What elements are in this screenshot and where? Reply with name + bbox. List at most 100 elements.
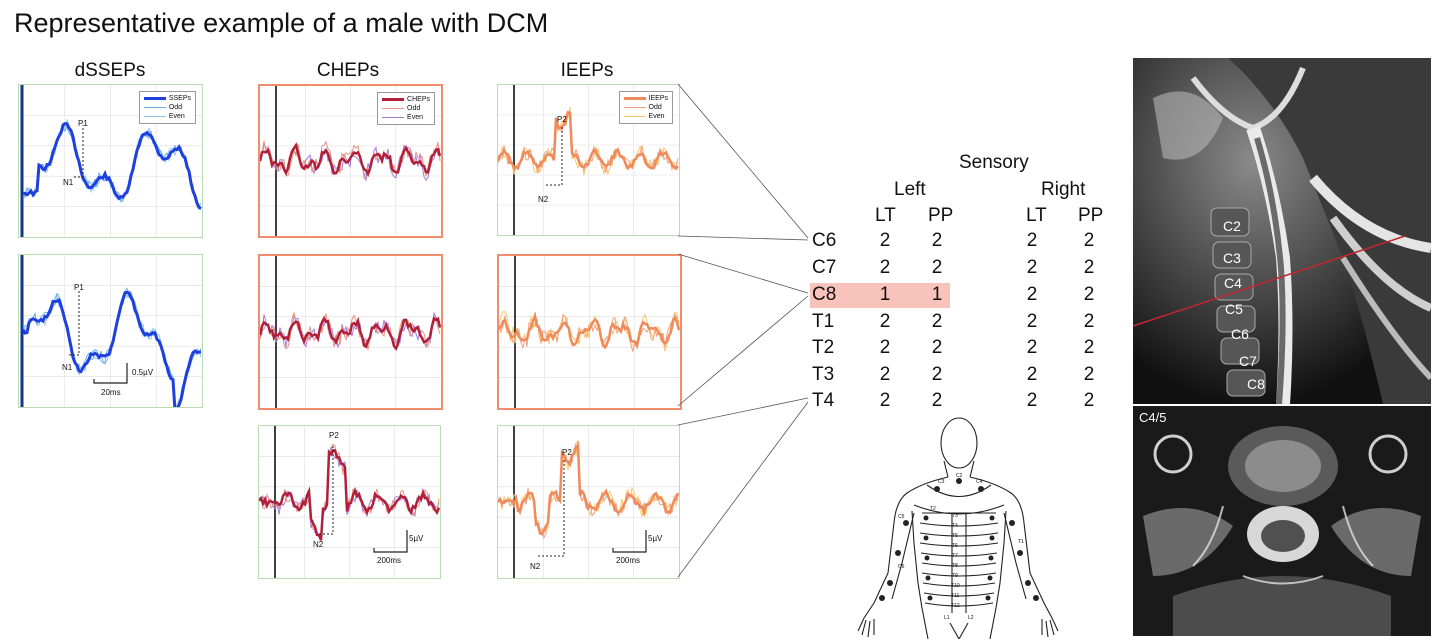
dssep-plot-bottom <box>19 255 202 407</box>
average-trace <box>260 315 441 352</box>
connector-line <box>677 83 809 239</box>
dermatome-label: T10 <box>951 583 960 589</box>
connector-line <box>677 235 809 241</box>
chep-panel-bottom: P2 N2 5µV 200ms <box>258 425 441 579</box>
left-header: Left <box>894 179 926 200</box>
left-pp-header: PP <box>928 205 954 226</box>
vertebra-c6-label: C6 <box>1231 326 1249 342</box>
amplitude-scale-label: 5µV <box>409 534 424 543</box>
scale-bar <box>373 530 408 553</box>
right-pp-header: PP <box>1078 205 1104 226</box>
score-t2-l-pp: 2 <box>931 337 943 358</box>
score-t4-l-pp: 2 <box>931 390 943 411</box>
dermatome-label: C5 <box>898 514 905 520</box>
peak-p2-label: P2 <box>329 431 339 440</box>
peak-n1-label: N1 <box>63 178 74 187</box>
average-trace <box>498 110 679 171</box>
right-lt-header: LT <box>1026 205 1047 226</box>
connector-line <box>677 397 809 426</box>
dssep-legend: SSEPs Odd Even <box>138 91 196 124</box>
score-c8-l-lt: 1 <box>879 284 891 305</box>
right-header: Right <box>1041 179 1086 200</box>
score-c6-r-lt: 2 <box>1026 230 1038 251</box>
dermatome-label: T6 <box>952 543 958 549</box>
sensory-header: Sensory <box>959 152 1029 173</box>
dermatome-label: L2 <box>968 615 974 621</box>
peak-marker <box>538 460 565 557</box>
ieep-plot-top <box>498 85 679 235</box>
dermatome-label: T9 <box>952 573 958 579</box>
average-trace <box>499 311 680 350</box>
average-trace <box>259 448 440 541</box>
score-c7-r-pp: 2 <box>1083 257 1095 278</box>
connector-line <box>677 401 809 578</box>
legend-odd: Odd <box>648 104 662 111</box>
time-scale-label: 200ms <box>377 556 402 565</box>
score-t3-l-pp: 2 <box>931 364 943 385</box>
c8-highlight <box>810 283 950 308</box>
score-t1-r-pp: 2 <box>1083 311 1095 332</box>
score-c6-r-pp: 2 <box>1083 230 1095 251</box>
ieep-panel-middle <box>497 254 682 410</box>
peak-p2-label: P2 <box>562 448 572 457</box>
dssep-panel-top: SSEPs Odd Even P1 N1 <box>18 84 203 238</box>
figure-title: Representative example of a male with DC… <box>14 8 549 38</box>
level-t2-label: T2 <box>812 337 835 358</box>
vertebra-c7-label: C7 <box>1239 353 1257 369</box>
chep-legend: CHEPs Odd Even <box>377 92 435 125</box>
peak-marker <box>546 127 563 186</box>
chep-plot-bottom <box>259 426 440 578</box>
level-t1-label: T1 <box>812 311 835 332</box>
score-t3-r-pp: 2 <box>1083 364 1095 385</box>
dermatome-label: T2 <box>930 506 936 512</box>
score-t1-r-lt: 2 <box>1026 311 1038 332</box>
score-t2-l-lt: 2 <box>879 337 891 358</box>
mri-axial-drawing <box>1133 406 1431 636</box>
peak-marker <box>69 291 80 356</box>
connector-line <box>677 253 809 294</box>
level-c8-label: C8 <box>812 284 837 305</box>
score-t4-l-lt: 2 <box>879 390 891 411</box>
dssep-plot-top <box>19 85 202 237</box>
ieep-legend: IEEPs Odd Even <box>618 91 673 124</box>
peak-p1-label: P1 <box>74 283 84 292</box>
scale-bar <box>93 363 128 384</box>
connector-line <box>677 295 809 407</box>
legend-odd: Odd <box>407 105 421 112</box>
dermatome-label: T3 <box>952 513 958 519</box>
score-t1-l-lt: 2 <box>879 311 891 332</box>
score-t3-r-lt: 2 <box>1026 364 1038 385</box>
left-lt-header: LT <box>875 205 896 226</box>
score-c6-l-lt: 2 <box>879 230 891 251</box>
score-t2-r-pp: 2 <box>1083 337 1095 358</box>
ieep-panel-bottom: P2 N2 5µV 200ms <box>497 425 680 579</box>
score-t1-l-pp: 2 <box>931 311 943 332</box>
dermatome-label: C6 <box>898 564 905 570</box>
dssep-panel-bottom: P1 N1 0.5µV 20ms <box>18 254 203 408</box>
peak-n2-label: N2 <box>538 195 549 204</box>
legend-even: Even <box>648 113 665 120</box>
dermatome-label: C2 <box>956 473 963 479</box>
dermatome-label: T1 <box>1018 539 1024 545</box>
chep-plot-top <box>260 86 441 236</box>
ieep-panel-top: IEEPs Odd Even P2 N2 <box>497 84 680 236</box>
dermatome-label: T11 <box>951 593 959 599</box>
chep-plot-middle <box>260 256 441 408</box>
score-c7-r-lt: 2 <box>1026 257 1038 278</box>
level-t3-label: T3 <box>812 364 835 385</box>
vertebra-c3-label: C3 <box>1223 250 1241 266</box>
score-c7-l-pp: 2 <box>931 257 943 278</box>
vertebra-c4-label: C4 <box>1224 275 1242 291</box>
axial-level-label: C4/5 <box>1139 410 1167 425</box>
legend-even: Even <box>407 114 424 121</box>
level-c7-label: C7 <box>812 257 837 278</box>
score-c6-l-pp: 2 <box>931 230 943 251</box>
ieep-plot-bottom <box>498 426 679 578</box>
mri-sagittal-drawing <box>1133 58 1431 404</box>
score-t4-r-lt: 2 <box>1026 390 1038 411</box>
vertebra-c5-label: C5 <box>1225 301 1243 317</box>
ieep-column-title: IEEPs <box>560 60 614 81</box>
time-scale-label: 200ms <box>616 556 641 565</box>
dssep-column-title: dSSEPs <box>74 60 146 81</box>
